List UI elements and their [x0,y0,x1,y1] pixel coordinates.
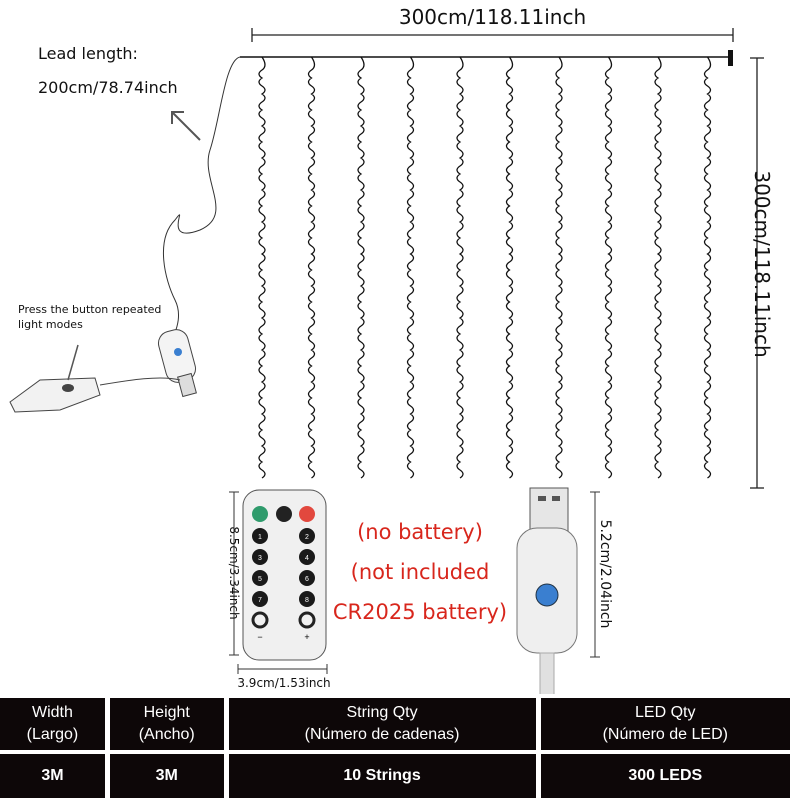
remote-button-label: 2 [305,534,309,541]
height-dimension-arrow [750,57,764,489]
light-string [406,56,415,479]
remote-mode-button [276,506,292,522]
value-led-qty: 300 LEDS [540,754,790,798]
remote-button-label: 4 [305,555,309,562]
controller-height-arrow [590,491,600,658]
remote-button-label: 1 [258,534,262,541]
remote-height-arrow [229,491,239,656]
remote-button-3 [252,549,268,565]
remote-button-2 [299,528,315,544]
remote-button-label: 3 [258,555,262,562]
light-string [654,56,662,479]
battery-note: (no battery) (not included CR2025 batter… [332,520,508,624]
remote-minus-label: − [257,632,262,642]
header-width: Width(Largo) [0,698,105,750]
remote-plus-label: + [304,632,309,642]
wire-end-cap [728,50,733,66]
remote-button-6 [299,570,315,586]
remote-button-4 [299,549,315,565]
light-string [456,56,464,479]
remote-width-label: 3.9cm/1.53inch [237,676,331,690]
remote-button-label: 5 [258,576,262,583]
light-string [357,56,365,479]
width-label: 300cm/118.11inch [398,5,587,29]
value-height: 3M [109,754,224,798]
width-dimension-arrow [251,28,734,42]
remote-button-label: 8 [305,597,309,604]
value-width: 3M [0,754,105,798]
remote-button-label: 7 [258,597,262,604]
light-string [604,56,613,479]
header-led-qty: LED Qty(Número de LED) [540,698,790,750]
light-string [258,56,266,479]
remote-button-8 [299,591,315,607]
remote-width-arrow [237,664,328,674]
curtain-light-diagram: 1 2 3 4 5 6 7 8 − + [9,28,764,699]
height-label: 300cm/118.11inch [750,170,774,358]
light-string [505,56,514,479]
remote-brightness-minus [251,611,269,629]
light-string [703,56,712,479]
header-height: Height(Ancho) [109,698,224,750]
button-arrow [67,344,79,381]
remote-off-button [299,506,315,522]
controller-height-label: 5.2cm/2.04inch [597,519,613,629]
value-string-qty: 10 Strings [228,754,536,798]
light-string [307,56,316,479]
spec-table: Width(Largo) Height(Ancho) String Qty(Nú… [0,694,795,802]
remote-button-1 [252,528,268,544]
remote-on-button [252,506,268,522]
button-note: Press the button repeated light modes [18,303,162,331]
usb-plug-small [157,329,197,398]
remote-button-7 [252,591,268,607]
lead-cable [162,56,241,337]
header-string-qty: String Qty(Número de cadenas) [228,698,536,750]
inline-controller [9,377,101,413]
lead-length-label: Lead length: [38,44,138,63]
remote-button-label: 6 [305,576,309,583]
remote-button-5 [252,570,268,586]
lead-length-value: 200cm/78.74inch [38,78,178,97]
usb-controller [516,487,578,699]
lead-arrow [171,111,201,141]
light-string [555,56,563,479]
remote-brightness-plus [298,611,316,629]
light-strings [258,56,712,479]
remote-height-label: 8.5cm/3.34inch [227,526,241,620]
